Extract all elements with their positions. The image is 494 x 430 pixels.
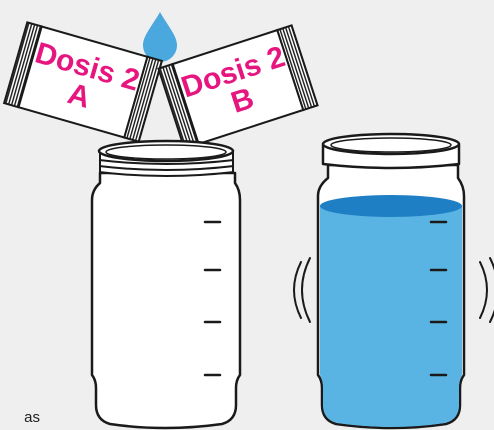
- jar-right-water: [320, 205, 462, 427]
- open-empty-jar: [92, 141, 240, 428]
- caption-text: as: [0, 405, 40, 430]
- packet-dosis-2-a: Dosis 2 A: [4, 22, 162, 141]
- water-drop-icon: [143, 12, 177, 62]
- jar-right-water-surface: [320, 195, 462, 217]
- jar-left-body: [92, 173, 240, 428]
- jar-left-opening: [99, 141, 233, 161]
- closed-water-jar: [318, 134, 464, 428]
- jar-right-lid-top: [323, 134, 459, 154]
- packet-dosis-2-b: Dosis 2 B: [158, 25, 317, 148]
